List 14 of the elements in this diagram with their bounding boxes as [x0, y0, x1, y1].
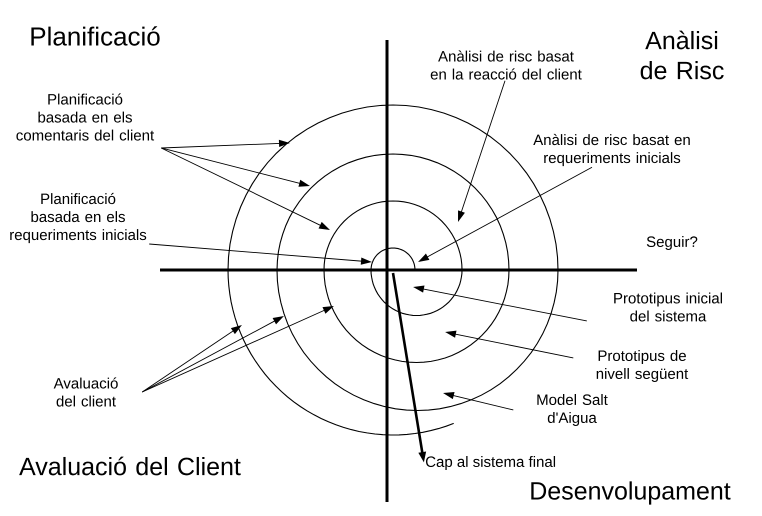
quadrant-title: Anàlisi de Risc [640, 30, 724, 80]
axis-label: Seguir? [646, 236, 698, 250]
callout-text: Cap al sistema final [426, 456, 556, 470]
quadrant-title: Desenvolupament [531, 481, 731, 505]
callout-text: Avaluació del client [54, 377, 118, 407]
callout-text: Prototipus inicial del sistema [614, 292, 722, 322]
callout-text: Planificació basada en els requeriments inicials [10, 192, 146, 244]
callout-text: Prototipus de nivell següent [596, 350, 688, 382]
callout-text: Anàlisi de risc basat en la reacció del client [430, 50, 582, 80]
callout-text: Planificació basada en els comentaris del client [16, 93, 154, 141]
quadrant-title: Avaluació del Client [19, 456, 241, 476]
callout-text: Model Salt d'Aigua [537, 394, 608, 426]
quadrant-title: Planificació [31, 26, 160, 46]
callout-text: Anàlisi de risc basat en requeriments inicials [533, 134, 690, 166]
